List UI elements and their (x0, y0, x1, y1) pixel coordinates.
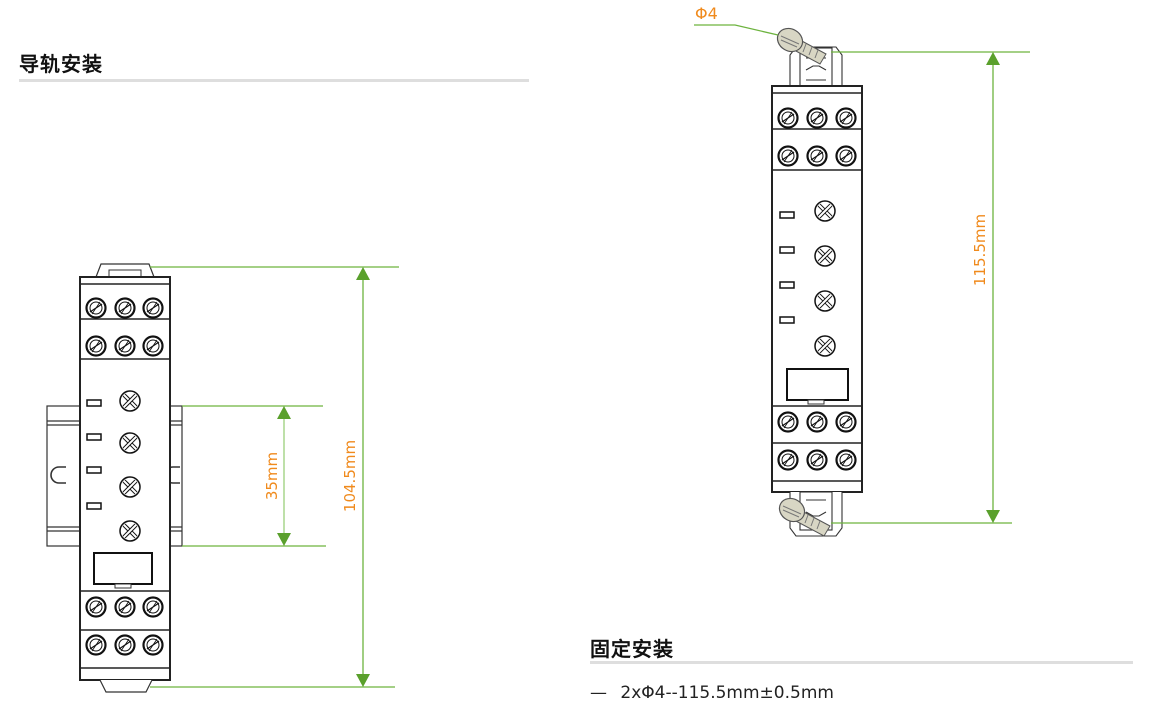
din-rail-title-rule (19, 79, 529, 82)
terminal-row-bottom-1-fixed (777, 411, 857, 433)
led-indicators-fixed (779, 211, 795, 324)
fixed-mount-device (771, 27, 863, 537)
top-screw-icon (776, 27, 827, 65)
dim-overall-height (150, 266, 399, 688)
terminal-row-bottom-2 (85, 634, 164, 656)
din-rail-device (46, 263, 183, 693)
spec-dash: — (590, 683, 607, 703)
bottom-screw-icon (778, 497, 831, 537)
terminal-row-top-2 (85, 335, 164, 357)
dim-hole-spacing (831, 51, 1030, 524)
bottom-clip (99, 679, 153, 693)
led-indicators (86, 399, 102, 510)
terminal-row-top-2-fixed (777, 145, 857, 167)
fixed-mount-title-rule (590, 661, 1133, 664)
din-rail-title: 导轨安装 (19, 52, 103, 76)
fixed-mount-spec: — 2xΦ4--115.5mm±0.5mm (590, 683, 834, 703)
dim-rail-width-label: 35mm (263, 452, 281, 500)
terminal-row-top-1 (85, 297, 164, 319)
label-window-fixed (786, 368, 849, 401)
terminal-row-bottom-1 (85, 596, 164, 618)
screw-size-label: Φ4 (695, 4, 718, 23)
label-window (93, 552, 153, 585)
terminal-row-top-1-fixed (777, 107, 857, 129)
spec-text: 2xΦ4--115.5mm±0.5mm (620, 683, 834, 703)
fixed-mount-title: 固定安装 (590, 637, 674, 661)
screw-leader-line (694, 24, 779, 36)
dim-overall-height-label: 104.5mm (341, 440, 359, 512)
terminal-row-bottom-2-fixed (777, 449, 857, 471)
dim-hole-spacing-label: 115.5mm (971, 214, 989, 286)
dim-rail-width (182, 405, 326, 547)
